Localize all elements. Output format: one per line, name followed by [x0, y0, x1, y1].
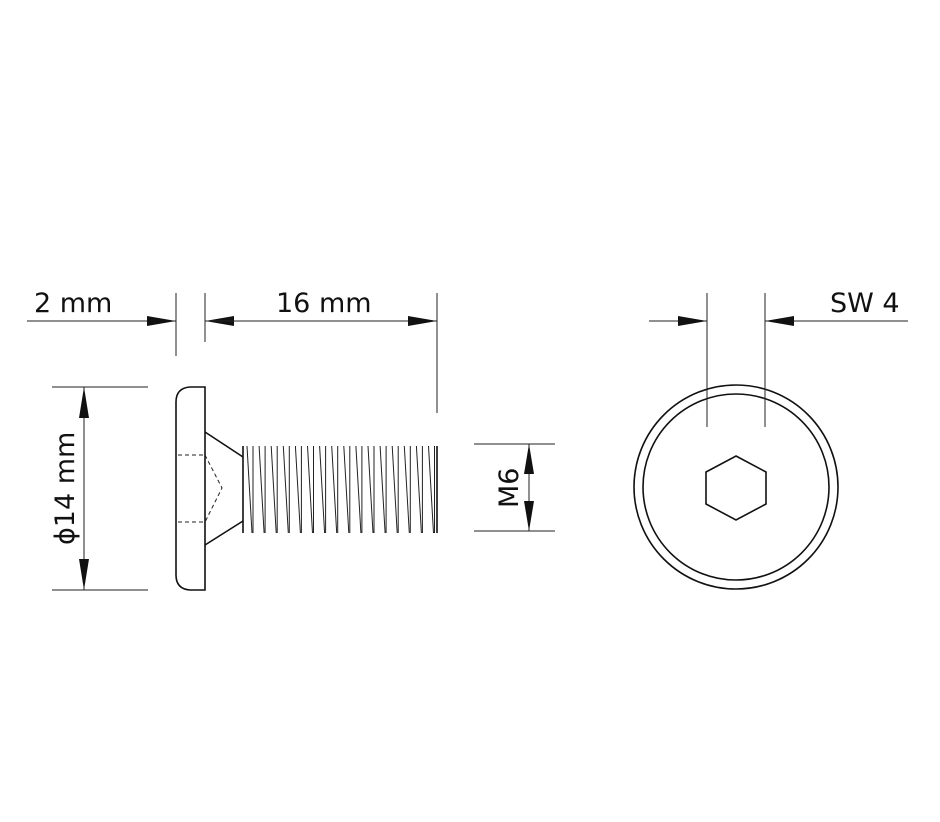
- head-inner-circle: [642, 393, 830, 581]
- thread-line: [428, 445, 434, 534]
- thread-line: [343, 445, 350, 534]
- head-diameter-dimension: ϕ14 mm: [50, 386, 148, 591]
- thread-line: [331, 445, 338, 534]
- thread-line: [355, 445, 362, 534]
- head-height-label: 2 mm: [34, 288, 112, 319]
- thread-line: [270, 445, 277, 534]
- side-view: [175, 386, 438, 591]
- thread-line: [319, 445, 326, 534]
- thread-line: [282, 445, 289, 534]
- head-diameter-label: ϕ14 mm: [50, 432, 81, 545]
- thread-line: [307, 445, 313, 534]
- thread-line: [403, 445, 410, 534]
- hex-socket: [705, 455, 767, 521]
- thread-size-label: M6: [494, 468, 525, 508]
- thread-line: [367, 445, 374, 534]
- thread-line: [379, 445, 386, 534]
- threaded-shank: [242, 445, 438, 534]
- thread-line: [415, 445, 422, 534]
- end-view: [633, 384, 839, 590]
- thread-dimension: M6: [474, 443, 555, 532]
- neck-taper: [204, 431, 244, 546]
- shank-length-label: 16 mm: [276, 288, 372, 319]
- socket-hidden-lines: [178, 454, 223, 523]
- thread-line: [258, 445, 265, 534]
- socket-size-dimension: SW 4: [649, 288, 908, 427]
- thread-line: [391, 445, 398, 534]
- length-dimensions: 2 mm 16 mm: [27, 288, 438, 413]
- head-outer-circle: [633, 384, 839, 590]
- screw-head: [175, 386, 206, 591]
- thread-line: [294, 445, 301, 534]
- socket-size-label: SW 4: [830, 288, 900, 319]
- thread-line: [246, 445, 253, 534]
